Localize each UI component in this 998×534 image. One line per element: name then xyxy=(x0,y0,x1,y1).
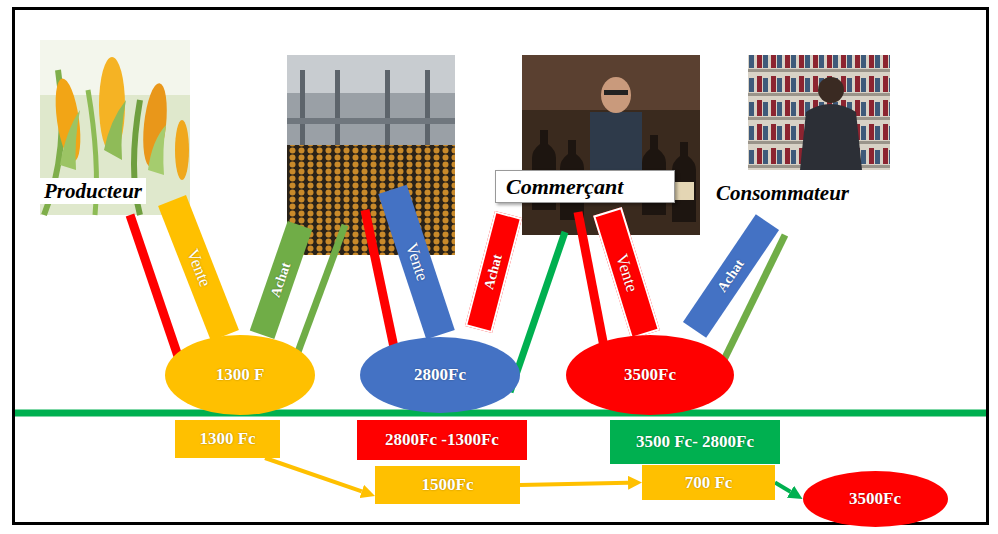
node-text: Achat xyxy=(714,257,747,296)
node-text: 1300 Fc xyxy=(199,429,255,449)
node-text: 2800Fc -1300Fc xyxy=(385,430,499,450)
actor-label: Commerçant xyxy=(495,170,675,203)
purchase-bar: Achat xyxy=(250,221,313,339)
photo-ground xyxy=(522,55,700,235)
ellipse-fill xyxy=(803,471,948,527)
label-text: Commerçant xyxy=(506,174,623,199)
machine-post xyxy=(425,70,430,150)
shop-photo xyxy=(522,55,700,235)
node-text: 1500Fc xyxy=(422,475,474,495)
bottle xyxy=(672,142,696,222)
margin-box: 3500 Fc- 2800Fc xyxy=(610,420,780,464)
node-text: 1300 F xyxy=(216,365,265,385)
node-text: Vente xyxy=(611,252,641,295)
ellipse-fill xyxy=(165,335,315,415)
ellipse-fill xyxy=(566,335,734,415)
node-text: Achat xyxy=(268,260,295,299)
photo-ground xyxy=(40,40,190,215)
shopper-head xyxy=(818,77,844,103)
node-text: Vente xyxy=(182,246,214,289)
purchase-bar: Achat xyxy=(464,211,521,333)
node-text: Vente xyxy=(401,241,432,284)
machine-rail xyxy=(287,118,455,124)
flow-arrow xyxy=(265,458,362,491)
seller-head xyxy=(601,77,631,113)
node-text: Achat xyxy=(481,253,506,292)
shopper-body xyxy=(800,104,862,170)
consumer-photo xyxy=(748,55,890,170)
machine-post xyxy=(335,70,340,150)
ellipse-fill xyxy=(360,337,520,413)
machine-post xyxy=(300,70,305,150)
price-ellipse: 1300 F xyxy=(165,335,315,415)
sale-bar: Vente xyxy=(378,185,455,340)
node-text: 3500 Fc- 2800Fc xyxy=(636,432,754,452)
label-text: Producteur xyxy=(44,179,142,203)
store-shelves xyxy=(748,55,890,170)
node-text: 2800Fc xyxy=(414,365,466,385)
value-box: 1300 Fc xyxy=(175,420,280,458)
price-ellipse: 3500Fc xyxy=(566,335,734,415)
value-box: 1500Fc xyxy=(375,466,520,504)
value-box: 700 Fc xyxy=(642,465,775,500)
sale-bar: Vente xyxy=(158,195,239,341)
total-ellipse: 3500Fc xyxy=(803,471,948,527)
margin-box: 2800Fc -1300Fc xyxy=(357,420,527,460)
corn-husk xyxy=(60,110,80,170)
seller-glasses xyxy=(604,90,628,95)
price-ellipse: 2800Fc xyxy=(360,337,520,413)
label-text: Consommateur xyxy=(716,181,849,205)
flow-arrow xyxy=(775,483,790,492)
node-text: 3500Fc xyxy=(849,489,901,509)
corn-cob xyxy=(175,120,189,180)
frame xyxy=(14,9,988,524)
machine-post xyxy=(385,70,390,150)
node-text: 3500Fc xyxy=(624,365,676,385)
corn-photo xyxy=(40,40,190,215)
divider-line xyxy=(13,410,986,417)
purchase-bar: Achat xyxy=(683,214,779,337)
corn-husk xyxy=(104,100,126,160)
node-text: 700 Fc xyxy=(685,473,733,493)
actor-label: Consommateur xyxy=(712,180,853,206)
corn-husk xyxy=(148,125,166,175)
sale-bar: Vente xyxy=(593,207,660,339)
actor-label: Producteur xyxy=(40,178,146,204)
flow-arrow xyxy=(520,483,628,485)
